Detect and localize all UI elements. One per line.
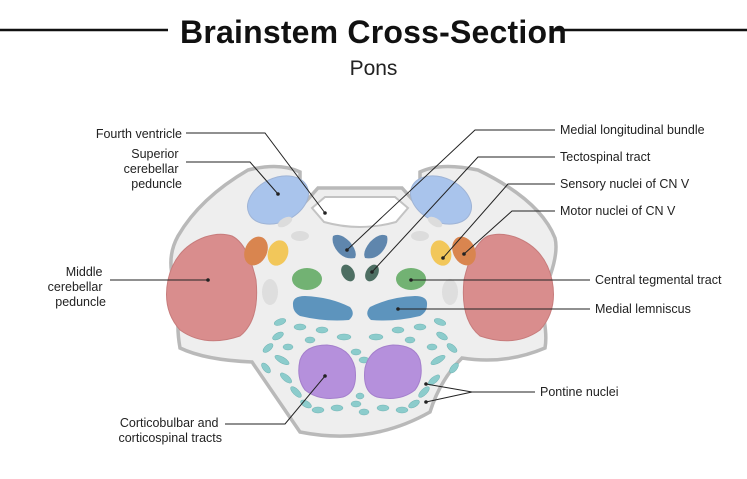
corticospinal-tract-left <box>298 344 356 399</box>
leader-dot <box>409 278 413 282</box>
leader-dot <box>370 270 374 274</box>
diagram-subtitle: Pons <box>349 57 398 80</box>
motor-nucleus-cn-v-left <box>244 236 268 266</box>
pontine-nucleus <box>408 399 420 409</box>
pontine-nucleus <box>274 318 286 326</box>
central-tegmental-tract-left <box>292 268 322 290</box>
pontine-nucleus <box>358 408 370 416</box>
grey-patch <box>262 279 278 305</box>
medial-lemniscus-left <box>292 296 353 321</box>
pontine-nucleus <box>376 404 390 412</box>
pontine-nucleus <box>449 362 459 374</box>
leader-dot <box>441 256 445 260</box>
leader-dot <box>323 374 327 378</box>
pontine-nucleus <box>261 362 271 374</box>
leader-superior-cerebellar-peduncle <box>186 161 279 195</box>
pontine-nucleus <box>430 354 446 366</box>
leader-dot <box>424 382 428 386</box>
grey-patch <box>427 216 443 228</box>
label-fourth-ventricle: Fourth ventricle <box>96 127 182 141</box>
leader-dot <box>424 400 428 404</box>
pontine-nucleus <box>272 331 284 341</box>
leader-dot <box>323 211 327 215</box>
leader-medial-longitudinal-bundle <box>346 129 555 251</box>
leader-fourth-ventricle <box>186 132 326 214</box>
grey-patch <box>442 279 458 305</box>
leader-tectospinal-tract <box>371 156 555 273</box>
pontine-nucleus <box>413 323 427 331</box>
leader-motor-nuclei-cn-v <box>463 210 555 255</box>
pontine-nucleus <box>434 318 446 326</box>
pontine-nucleus <box>304 336 316 344</box>
medial-longitudinal-bundle-left <box>332 234 356 259</box>
grey-patch <box>277 216 293 228</box>
label-central-tegmental-tract: Central tegmental tract <box>595 273 722 287</box>
pontine-nucleus <box>418 386 430 398</box>
corticospinal-tract-right <box>364 344 422 399</box>
label-tectospinal-tract: Tectospinal tract <box>560 150 651 164</box>
pontine-nucleus <box>391 326 405 334</box>
sensory-nucleus-cn-v-right <box>430 240 452 266</box>
pontine-nucleus <box>404 336 416 344</box>
leader-pontine-nuclei-b <box>425 391 473 403</box>
pontine-nucleus <box>311 406 325 414</box>
label-sensory-nuclei-cn-v: Sensory nuclei of CN V <box>560 177 690 191</box>
leader-corticospinal <box>225 375 326 425</box>
label-motor-nuclei-cn-v: Motor nuclei of CN V <box>560 204 676 218</box>
pontine-nucleus <box>274 354 290 366</box>
label-superior-cerebellar-peduncle: Superior cerebellar peduncle <box>124 147 182 191</box>
pontine-nucleus <box>315 326 329 334</box>
pontine-nucleus <box>280 372 292 384</box>
pontine-nucleus <box>290 386 302 398</box>
grey-patch <box>411 231 429 241</box>
pontine-nucleus <box>330 404 344 412</box>
tectospinal-tract-left <box>341 264 355 282</box>
leader-dot <box>276 192 280 196</box>
leader-dot <box>462 252 466 256</box>
pontine-nucleus <box>426 343 438 351</box>
pontine-nuclei-group <box>261 318 459 416</box>
label-pontine-nuclei: Pontine nuclei <box>540 385 619 399</box>
leader-dot <box>345 248 349 252</box>
pontine-nucleus <box>262 343 274 353</box>
leader-dot <box>396 307 400 311</box>
label-middle-cerebellar-peduncle: Middle cerebellar peduncle <box>48 265 106 309</box>
diagram-title: Brainstem Cross-Section <box>180 14 567 50</box>
leader-lines <box>110 129 590 425</box>
leader-dot <box>206 278 210 282</box>
pontine-nucleus <box>395 406 409 414</box>
middle-cerebellar-peduncle-left <box>166 233 258 342</box>
motor-nucleus-cn-v-right <box>452 236 476 266</box>
pontine-nucleus <box>350 348 362 356</box>
grey-patch <box>291 231 309 241</box>
medial-longitudinal-bundle-right <box>364 234 388 259</box>
pontine-nucleus <box>293 323 307 331</box>
sensory-nucleus-cn-v-left <box>267 240 289 266</box>
pontine-nucleus <box>350 400 362 408</box>
pontine-nucleus <box>355 392 365 400</box>
label-medial-longitudinal-bundle: Medial longitudinal bundle <box>560 123 705 137</box>
label-corticobulbar-corticospinal: Corticobulbar and corticospinal tracts <box>118 416 222 445</box>
pontine-nucleus <box>368 333 384 341</box>
pontine-nucleus <box>336 333 352 341</box>
pontine-nucleus <box>436 331 448 341</box>
label-medial-lemniscus: Medial lemniscus <box>595 302 691 316</box>
leader-sensory-nuclei-cn-v <box>442 183 555 259</box>
pontine-nucleus <box>282 343 294 351</box>
pontine-nucleus <box>446 343 458 353</box>
